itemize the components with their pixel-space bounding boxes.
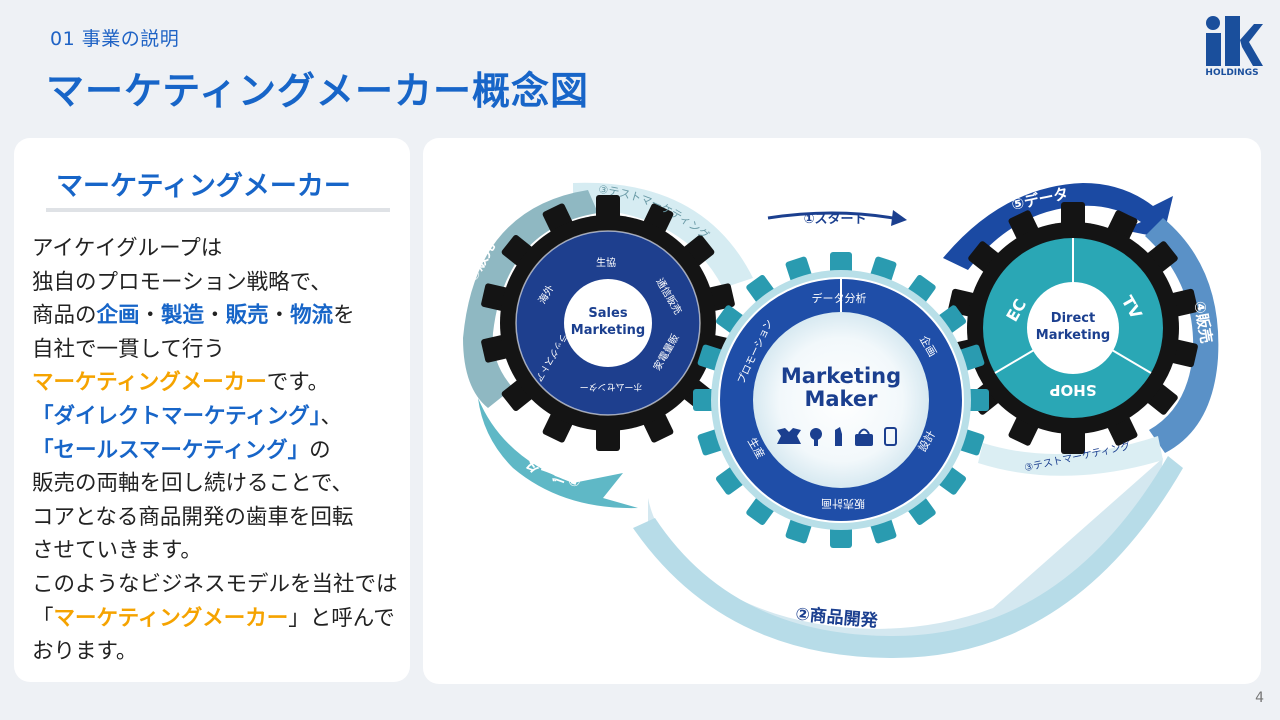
center-gear-subtitle: Maker xyxy=(804,387,878,411)
product-dev-arrow xyxy=(648,458,1163,644)
body-text: の xyxy=(309,437,331,463)
body-line: 販売の両軸を回し続けることで、 xyxy=(32,471,353,497)
sales-gear-title: Sales xyxy=(588,306,627,321)
sales-seg-coop: 生協 xyxy=(596,256,616,269)
dress-icon xyxy=(777,428,801,444)
product-dev-arrow-outer xyxy=(633,456,1183,658)
start-arrow-head xyxy=(891,210,907,226)
body-text: 、 xyxy=(320,403,343,429)
body-line: コアとなる商品開発の歯車を回転 xyxy=(32,504,354,530)
keyword-sales: 販売 xyxy=(225,303,269,329)
body-text: 「 xyxy=(32,605,54,631)
body-line: 自社で一貫して行う xyxy=(32,336,225,362)
lipstick-icon xyxy=(835,427,842,446)
ik-logo-icon xyxy=(1206,16,1263,66)
body-line: おります。 xyxy=(32,639,138,665)
sales-seg-homecenter: ホームセンター xyxy=(580,381,643,392)
sales-left-arrow xyxy=(463,190,598,408)
page-title: マーケティングメーカー概念図 xyxy=(46,69,589,113)
sales-gear-subtitle: Marketing xyxy=(571,323,645,338)
sales-marketing-gear: Sales Marketing 生協 通信販売 家電量販 ホームセンター ドラッ… xyxy=(481,195,735,451)
separator: ・ xyxy=(268,303,291,329)
section-label: 01 事業の説明 xyxy=(50,28,180,50)
marketing-maker-gear: Marketing Maker データ分析 企画 設計 販売計画 生産 プロモー… xyxy=(693,252,989,548)
keyword-sales-marketing: 「セールスマーケティング」 xyxy=(32,437,310,463)
keyword-manufacturing: 製造 xyxy=(161,303,205,329)
body-line: このようなビジネスモデルを当社では xyxy=(32,571,398,597)
description-card: マーケティングメーカー アイケイグループは 独自のプロモーション戦略で、 商品の… xyxy=(14,138,410,682)
marketing-maker-diagram: Sales Marketing 生協 通信販売 家電量販 ホームセンター ドラッ… xyxy=(463,182,1219,658)
diagram-card: Sales Marketing 生協 通信販売 家電量販 ホームセンター ドラッ… xyxy=(423,138,1261,684)
card-body: アイケイグループは 独自のプロモーション戦略で、 商品の企画・製造・販売・物流を… xyxy=(32,232,408,669)
test-marketing-right-arrow xyxy=(978,436,1163,476)
center-seg-data-analysis: データ分析 xyxy=(812,291,867,305)
body-line: させていきます。 xyxy=(32,538,202,564)
body-line: 独自のプロモーション戦略で、 xyxy=(32,269,332,295)
body-text: を xyxy=(333,303,355,329)
data-left-arrow xyxy=(478,398,638,509)
separator: ・ xyxy=(139,303,162,329)
data-right-arrow xyxy=(943,183,1173,270)
body-line: マーケティングメーカーです。 xyxy=(32,366,408,400)
direct-gear-subtitle: Marketing xyxy=(1036,328,1110,343)
logo-text: HOLDINGS xyxy=(1205,68,1259,78)
body-line: 「ダイレクトマーケティング」、 xyxy=(32,400,408,434)
card-heading: マーケティングメーカー xyxy=(56,171,351,202)
supplement-icon xyxy=(884,427,897,446)
keyword-marketing-maker: マーケティングメーカー xyxy=(53,605,289,631)
keyword-marketing-maker: マーケティングメーカー xyxy=(32,370,267,396)
body-text: です。 xyxy=(266,370,330,396)
keyword-planning: 企画 xyxy=(96,303,140,329)
center-seg-sales-plan: 販売計画 xyxy=(821,497,865,511)
mirror-icon xyxy=(810,428,822,446)
center-gear-title: Marketing xyxy=(781,364,901,388)
company-logo: HOLDINGS xyxy=(1200,14,1264,80)
body-text: 」と呼んで xyxy=(288,605,395,631)
handbag-icon xyxy=(855,428,873,446)
body-line: 「セールスマーケティング」の xyxy=(32,434,408,468)
card-divider xyxy=(46,208,390,212)
body-line: 商品の企画・製造・販売・物流を xyxy=(32,299,408,333)
direct-seg-shop: SHOP xyxy=(1049,381,1096,399)
keyword-logistics: 物流 xyxy=(290,303,334,329)
body-line: アイケイグループは xyxy=(32,236,223,261)
direct-marketing-gear: Direct Marketing EC TV SHOP xyxy=(948,202,1198,454)
body-text: 商品の xyxy=(32,303,97,329)
label-start: ①スタート xyxy=(803,212,866,227)
sales-right-arrow xyxy=(1145,218,1219,453)
start-arrow xyxy=(767,211,894,220)
direct-gear-title: Direct xyxy=(1051,311,1095,326)
page-number: 4 xyxy=(1255,690,1264,706)
body-line: 「マーケティングメーカー」と呼んで xyxy=(32,602,408,636)
separator: ・ xyxy=(204,303,226,329)
keyword-direct-marketing: 「ダイレクトマーケティング」 xyxy=(32,403,321,429)
product-icons xyxy=(777,427,897,446)
